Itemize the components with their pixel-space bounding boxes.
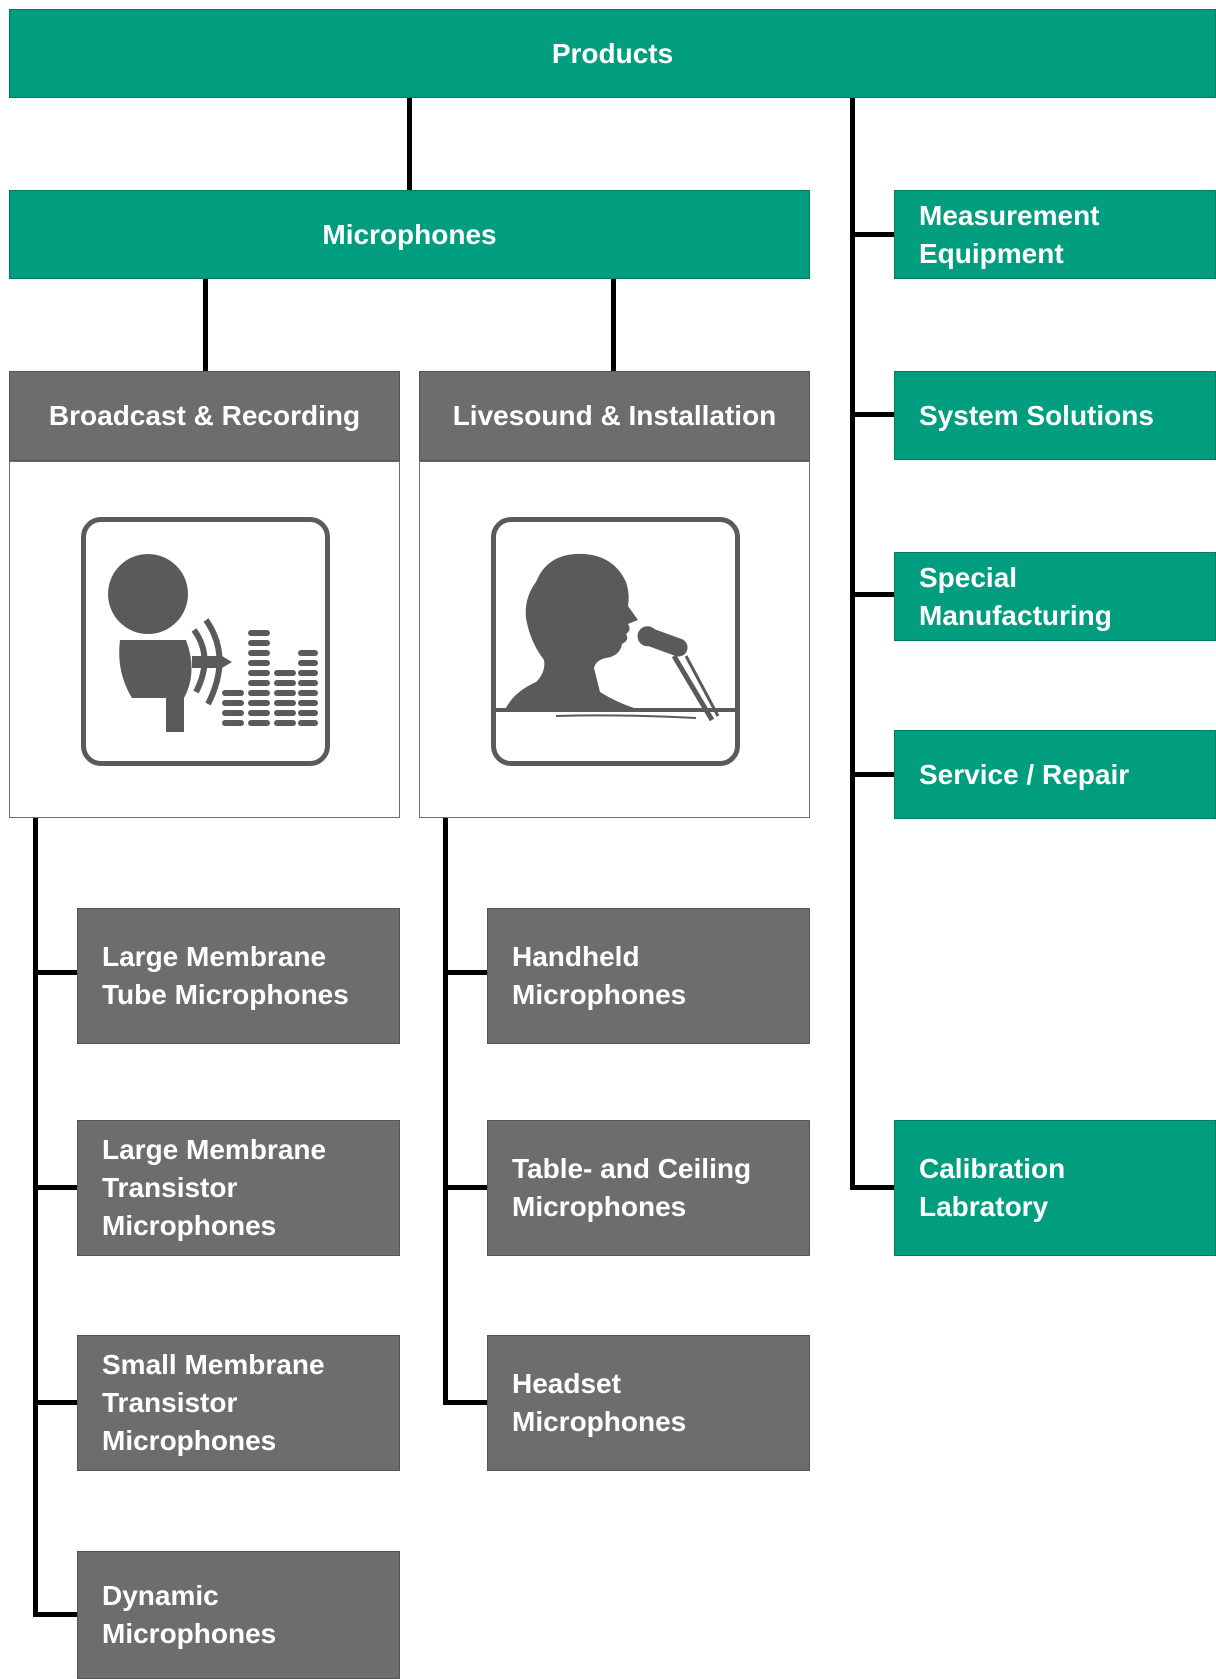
- connector-branch-service: [850, 772, 894, 777]
- node-livesound-installation[interactable]: Livesound & Installation: [419, 371, 810, 461]
- node-handheld-microphones-label: Handheld Microphones: [512, 941, 687, 1010]
- node-large-membrane-transistor-label: Large Membrane Transistor Microphones: [102, 1134, 327, 1241]
- node-measurement-equipment[interactable]: Measurement Equipment: [894, 190, 1216, 279]
- connector-microphones-broadcast: [203, 279, 208, 371]
- node-measurement-equipment-label: Measurement Equipment: [919, 199, 1100, 269]
- connector-branch-headset: [443, 1400, 487, 1405]
- node-dynamic-microphones-label: Dynamic Microphones: [102, 1580, 277, 1649]
- connector-branch-handheld: [443, 970, 487, 975]
- node-large-membrane-tube-label: Large Membrane Tube Microphones: [102, 941, 349, 1010]
- node-system-solutions[interactable]: System Solutions: [894, 371, 1216, 460]
- connector-microphones-livesound: [611, 279, 616, 371]
- node-headset-microphones-label: Headset Microphones: [512, 1368, 687, 1437]
- node-table-ceiling-microphones[interactable]: Table- and Ceiling Microphones: [487, 1120, 810, 1256]
- node-calibration-labratory-label: Calibration Labratory: [919, 1153, 1066, 1222]
- connector-branch-lm-tube: [33, 970, 77, 975]
- node-products-label: Products: [551, 37, 674, 69]
- node-handheld-microphones[interactable]: Handheld Microphones: [487, 908, 810, 1044]
- connector-products-trunk: [850, 98, 855, 1190]
- node-products[interactable]: Products: [9, 9, 1216, 98]
- node-dynamic-microphones[interactable]: Dynamic Microphones: [77, 1551, 400, 1679]
- node-service-repair[interactable]: Service / Repair: [894, 730, 1216, 819]
- connector-branch-lm-transistor: [33, 1185, 77, 1190]
- node-headset-microphones[interactable]: Headset Microphones: [487, 1335, 810, 1471]
- node-large-membrane-tube[interactable]: Large Membrane Tube Microphones: [77, 908, 400, 1044]
- connector-livesound-trunk: [443, 818, 448, 1405]
- connector-broadcast-trunk: [33, 818, 38, 1617]
- connector-branch-dynamic: [33, 1612, 77, 1617]
- broadcast-icon-panel: [9, 461, 400, 818]
- node-microphones[interactable]: Microphones: [9, 190, 810, 279]
- connector-branch-calibration: [850, 1185, 894, 1190]
- node-broadcast-recording[interactable]: Broadcast & Recording: [9, 371, 400, 461]
- connector-branch-sm-transistor: [33, 1400, 77, 1405]
- connector-branch-special: [850, 592, 894, 597]
- node-broadcast-recording-label: Broadcast & Recording: [48, 400, 361, 431]
- node-system-solutions-label: System Solutions: [919, 399, 1154, 431]
- node-special-manufacturing[interactable]: Special Manufacturing: [894, 552, 1216, 641]
- node-calibration-labratory[interactable]: Calibration Labratory: [894, 1120, 1216, 1256]
- studio-microphone-icon: [81, 517, 330, 766]
- node-service-repair-label: Service / Repair: [919, 758, 1130, 790]
- livesound-icon-panel: [419, 461, 810, 818]
- node-table-ceiling-microphones-label: Table- and Ceiling Microphones: [512, 1153, 752, 1222]
- singer-at-microphone-icon: [491, 517, 740, 766]
- node-livesound-installation-label: Livesound & Installation: [452, 400, 777, 431]
- connector-branch-system: [850, 412, 894, 417]
- node-microphones-label: Microphones: [322, 218, 497, 250]
- node-large-membrane-transistor[interactable]: Large Membrane Transistor Microphones: [77, 1120, 400, 1256]
- connector-branch-measurement: [850, 232, 894, 237]
- node-small-membrane-transistor-label: Small Membrane Transistor Microphones: [102, 1349, 325, 1456]
- node-small-membrane-transistor[interactable]: Small Membrane Transistor Microphones: [77, 1335, 400, 1471]
- connector-products-microphones: [407, 98, 412, 190]
- node-special-manufacturing-label: Special Manufacturing: [919, 561, 1112, 631]
- connector-branch-table: [443, 1185, 487, 1190]
